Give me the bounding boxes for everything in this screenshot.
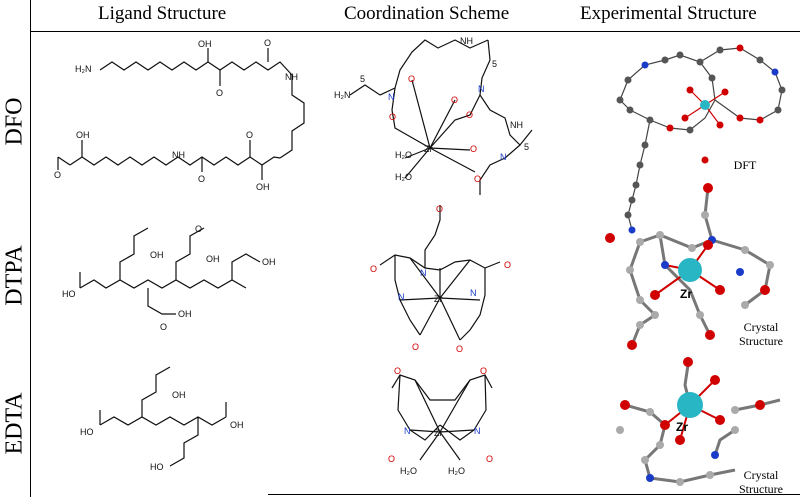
atom-n: N bbox=[404, 426, 411, 436]
atom-n: N bbox=[420, 268, 427, 278]
atom-o: O bbox=[388, 454, 395, 464]
zr-label-edta: Zr bbox=[676, 420, 688, 434]
atom-oh: OH bbox=[256, 182, 270, 192]
atom-nh: NH bbox=[460, 36, 473, 46]
atom-oh: OH bbox=[230, 420, 244, 430]
atom-sub5: 5 bbox=[360, 74, 365, 84]
atom-balls bbox=[616, 44, 786, 234]
atom-o: O bbox=[412, 342, 419, 352]
header-coordination-scheme: Coordination Scheme bbox=[344, 3, 510, 24]
atom-n: N bbox=[500, 152, 507, 162]
table-header bbox=[30, 0, 800, 32]
atom-n: N bbox=[470, 288, 477, 298]
atom-n: N bbox=[478, 84, 485, 94]
atom-h2o: H₂O bbox=[400, 466, 417, 476]
atom-o: O bbox=[195, 224, 202, 234]
atom-o: O bbox=[246, 130, 253, 140]
zr-label-dtpa: Zr bbox=[680, 287, 692, 301]
atom-h2o: H₂O bbox=[395, 172, 412, 182]
atom-n: N bbox=[398, 292, 405, 302]
atom-oh: OH bbox=[150, 250, 164, 260]
atom-oh: OH bbox=[178, 309, 192, 319]
atom-o: O bbox=[451, 95, 458, 105]
atom-nh: NH bbox=[285, 72, 298, 82]
caption-crystal-structure-edta: Crystal Structure bbox=[739, 468, 783, 496]
atom-n: N bbox=[474, 426, 481, 436]
atom-o: O bbox=[54, 170, 61, 180]
atom-balls bbox=[616, 357, 765, 486]
atom-o: O bbox=[216, 88, 223, 98]
left-divider bbox=[30, 0, 31, 497]
atom-oh: OH bbox=[206, 254, 220, 264]
atom-o: O bbox=[466, 110, 473, 120]
atom-h2n: H₂N bbox=[334, 90, 351, 100]
atom-sub5: 5 bbox=[492, 59, 497, 69]
atom-o: O bbox=[504, 260, 511, 270]
caption-crystal-structure-dtpa: Crystal Structure bbox=[739, 320, 783, 348]
atom-sub5: 5 bbox=[524, 142, 529, 152]
atom-balls bbox=[605, 183, 774, 350]
atom-o: O bbox=[470, 144, 477, 154]
atom-oh: OH bbox=[172, 390, 186, 400]
atom-h2n: H₂N bbox=[75, 64, 92, 74]
atom-o: O bbox=[198, 174, 205, 184]
atom-oh: OH bbox=[262, 257, 276, 267]
atom-oh: OH bbox=[76, 130, 90, 140]
atom-o: O bbox=[474, 174, 481, 184]
atom-zr: Zr bbox=[434, 294, 443, 304]
atom-o: O bbox=[160, 322, 167, 332]
atom-o: O bbox=[264, 38, 271, 48]
header-experimental-structure: Experimental Structure bbox=[580, 3, 757, 24]
atom-o: O bbox=[486, 454, 493, 464]
atom-o: O bbox=[370, 264, 377, 274]
caption-dft: DFT bbox=[733, 158, 757, 172]
atom-oh: OH bbox=[198, 39, 212, 49]
header-ligand-structure: Ligand Structure bbox=[98, 3, 227, 24]
atom-zr: Zr bbox=[434, 428, 443, 438]
atom-ho: HO bbox=[62, 289, 76, 299]
atom-n: N bbox=[388, 92, 395, 102]
atom-ho: HO bbox=[150, 462, 164, 472]
atom-o: O bbox=[436, 204, 443, 214]
bottom-rule bbox=[268, 494, 800, 495]
atom-h2o: H₂O bbox=[448, 466, 465, 476]
atom-nh: NH bbox=[172, 150, 185, 160]
atom-o: O bbox=[389, 112, 396, 122]
atom-h2o: H₂O bbox=[395, 150, 412, 160]
atom-zr: Zr bbox=[424, 144, 433, 154]
atom-o: O bbox=[480, 366, 487, 376]
atom-o: O bbox=[394, 366, 401, 376]
atom-o: O bbox=[456, 344, 463, 354]
atom-o: O bbox=[408, 74, 415, 84]
atom-ho: HO bbox=[80, 427, 94, 437]
atom-nh: NH bbox=[510, 120, 523, 130]
